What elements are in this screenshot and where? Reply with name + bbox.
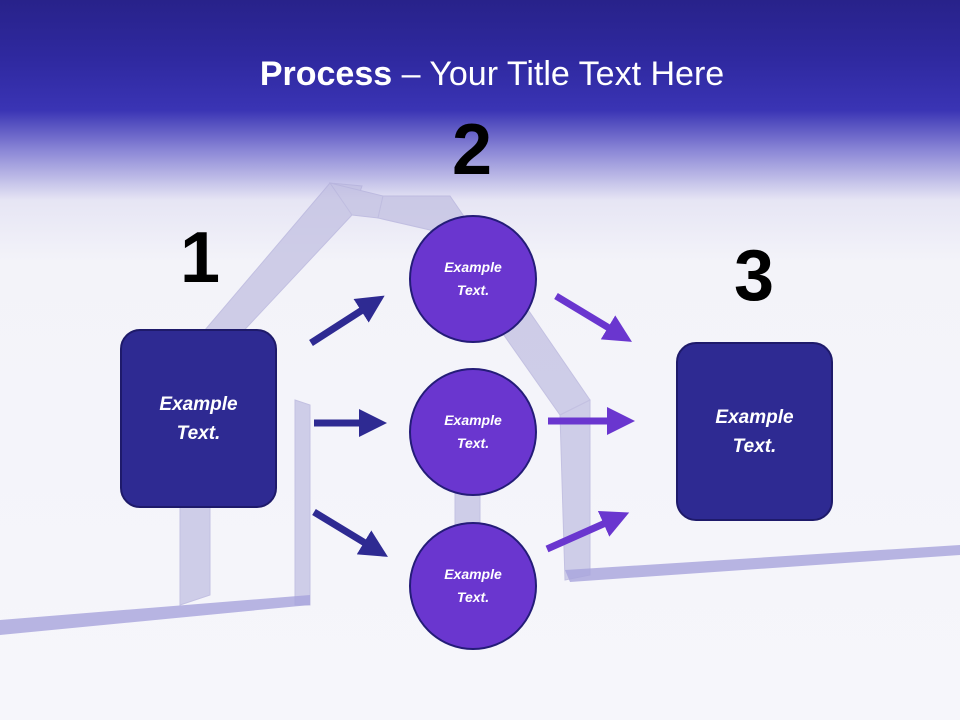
right-process-box: Example Text. bbox=[676, 342, 833, 521]
circle-bottom-text: Example Text. bbox=[444, 566, 502, 605]
arrow-left-to-bottom bbox=[312, 509, 388, 557]
arrow-top-to-right bbox=[554, 293, 632, 342]
slide-title: Process – Your Title Text Here bbox=[0, 52, 960, 96]
step-number-1: 1 bbox=[179, 218, 221, 298]
title-rest: – Your Title Text Here bbox=[392, 55, 725, 93]
circle-middle: Example Text. bbox=[409, 368, 537, 496]
left-process-box: Example Text. bbox=[120, 329, 277, 508]
right-box-text: Example Text. bbox=[715, 406, 794, 457]
circle-bottom: Example Text. bbox=[409, 522, 537, 650]
title-bold: Process bbox=[259, 55, 393, 93]
circle-top: Example Text. bbox=[409, 215, 537, 343]
circle-top-text: Example Text. bbox=[444, 259, 502, 298]
circle-middle-text: Example Text. bbox=[444, 412, 502, 451]
left-box-text: Example Text. bbox=[159, 393, 238, 444]
arrow-left-to-top bbox=[309, 295, 385, 346]
step-number-3: 3 bbox=[733, 236, 775, 316]
step-number-2: 2 bbox=[451, 110, 493, 190]
arrow-bottom-to-right bbox=[545, 511, 630, 553]
